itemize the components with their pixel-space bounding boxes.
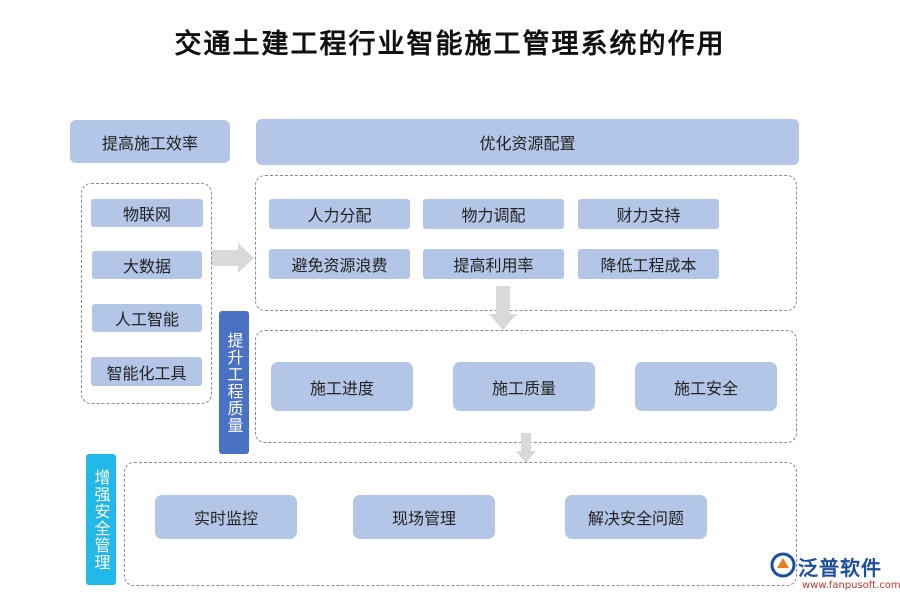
- resource-item-manpower: 人力分配: [269, 199, 410, 229]
- arrow-down-icon: [489, 286, 517, 330]
- resources-header: 优化资源配置: [256, 119, 799, 165]
- resource-item-materials: 物力调配: [423, 199, 564, 229]
- logo-mark-icon: [770, 552, 796, 578]
- safety-label: 增强安全管理: [86, 454, 116, 585]
- tech-item-big-data: 大数据: [92, 251, 202, 279]
- resource-item-avoid-waste: 避免资源浪费: [269, 249, 410, 279]
- safety-item-solve-issues: 解决安全问题: [565, 495, 707, 539]
- tech-item-smart-tools: 智能化工具: [91, 357, 202, 386]
- arrow-down-small-icon: [516, 433, 536, 463]
- logo-name: 泛普软件: [798, 556, 882, 580]
- safety-group: [124, 462, 797, 586]
- quality-label: 提升工程质量: [219, 311, 249, 454]
- brand-logo: 泛普软件 www.fanpusoft.com: [770, 552, 900, 598]
- tech-item-iot: 物联网: [91, 199, 203, 227]
- resource-item-finance: 财力支持: [578, 199, 719, 229]
- tech-item-ai: 人工智能: [92, 304, 202, 332]
- safety-item-site-management: 现场管理: [353, 495, 495, 539]
- resources-group: [255, 175, 797, 311]
- efficiency-header: 提高施工效率: [70, 120, 230, 163]
- quality-item-safety: 施工安全: [635, 362, 777, 411]
- quality-item-quality: 施工质量: [453, 362, 595, 411]
- logo-url: www.fanpusoft.com: [802, 580, 900, 591]
- tech-group: [81, 183, 212, 404]
- page-title: 交通土建工程行业智能施工管理系统的作用: [174, 29, 726, 60]
- quality-item-progress: 施工进度: [271, 362, 413, 411]
- safety-item-monitoring: 实时监控: [155, 495, 297, 539]
- resource-item-utilization: 提高利用率: [423, 249, 564, 279]
- arrow-right-icon: [212, 243, 254, 273]
- resource-item-reduce-cost: 降低工程成本: [578, 249, 719, 279]
